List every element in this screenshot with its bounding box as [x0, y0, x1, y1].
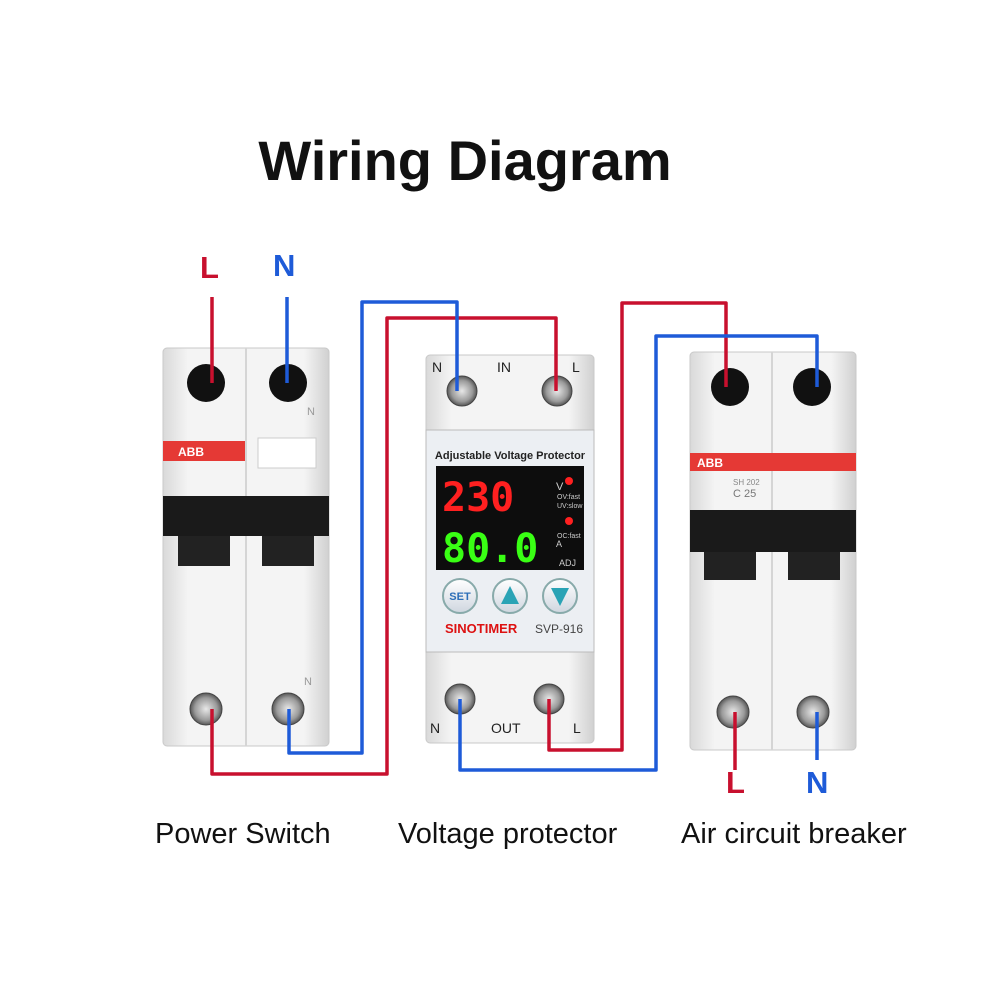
neutral-wire-protector-to-breaker [458, 334, 819, 772]
breaker-model: SH 202 [733, 478, 760, 487]
terminal-hole [793, 368, 831, 406]
current-display: 80.0 [442, 526, 538, 572]
uv-slow: UV:slow [557, 503, 583, 510]
current-led [565, 517, 573, 525]
neutral-wire-switch-to-protector [287, 300, 459, 755]
power-switch-caption: Power Switch [155, 818, 331, 850]
voltage-display: 230 [442, 475, 514, 521]
set-button-label: SET [449, 591, 471, 603]
page-title: Wiring Diagram [258, 129, 672, 192]
line-wire-protector-to-breaker [547, 301, 728, 752]
handle-bar[interactable] [163, 496, 329, 536]
terminal-hole [711, 368, 749, 406]
abb-stripe [163, 441, 245, 461]
handle-lever[interactable] [704, 552, 756, 580]
model-label: SVP-916 [535, 622, 583, 636]
screw-terminal [796, 695, 830, 729]
adj-label: ADJ [559, 558, 576, 568]
voltage-led [565, 477, 573, 485]
down-arrow-icon [551, 588, 569, 606]
up-arrow-icon [501, 586, 519, 604]
handle-bar[interactable] [690, 510, 856, 552]
n-mark-bottom: N [304, 676, 312, 688]
out-label: OUT [491, 720, 521, 736]
current-unit: A [556, 539, 562, 549]
air-breaker-caption: Air circuit breaker [681, 818, 907, 850]
line-wire-switch-to-protector [210, 316, 558, 776]
label-window [257, 437, 317, 469]
protector-header: Adjustable Voltage Protector [435, 450, 586, 462]
in-label: IN [497, 359, 511, 375]
handle-lever[interactable] [262, 536, 314, 566]
breaker-rating: C 25 [733, 488, 756, 500]
voltage-unit: V [556, 481, 564, 493]
bottom-l-label: L [573, 720, 581, 736]
handle-lever[interactable] [178, 536, 230, 566]
down-button[interactable] [542, 578, 578, 614]
abb-logo: ABB [697, 456, 723, 470]
n-mark: N [307, 406, 315, 418]
up-button[interactable] [492, 578, 528, 614]
oc-fast: OC:fast [557, 533, 581, 540]
voltage-protector-caption: Voltage protector [398, 818, 618, 850]
brand-logo: SINOTIMER [445, 621, 518, 636]
ov-fast: OV:fast [557, 494, 580, 501]
supply-neutral-label: N [273, 248, 296, 283]
abb-logo: ABB [178, 445, 204, 459]
screw-terminal [189, 692, 223, 726]
bottom-n-label: N [430, 720, 440, 736]
voltage-protector: N IN L Adjustable Voltage Protector 230 … [425, 354, 595, 744]
supply-line-label: L [200, 250, 219, 285]
display-panel [436, 466, 584, 570]
air-circuit-breaker: ABB SH 202 C 25 [689, 351, 857, 751]
abb-stripe [690, 453, 856, 471]
power-switch: ABB N N [162, 347, 330, 747]
handle-lever[interactable] [788, 552, 840, 580]
top-l-label: L [572, 359, 580, 375]
set-button[interactable]: SET [442, 578, 478, 614]
terminal-hole [187, 364, 225, 402]
wires [210, 297, 819, 776]
load-line-label: L [726, 765, 745, 800]
screw-terminal [446, 375, 478, 407]
top-n-label: N [432, 359, 442, 375]
load-neutral-label: N [806, 765, 829, 800]
screw-terminal [716, 695, 750, 729]
